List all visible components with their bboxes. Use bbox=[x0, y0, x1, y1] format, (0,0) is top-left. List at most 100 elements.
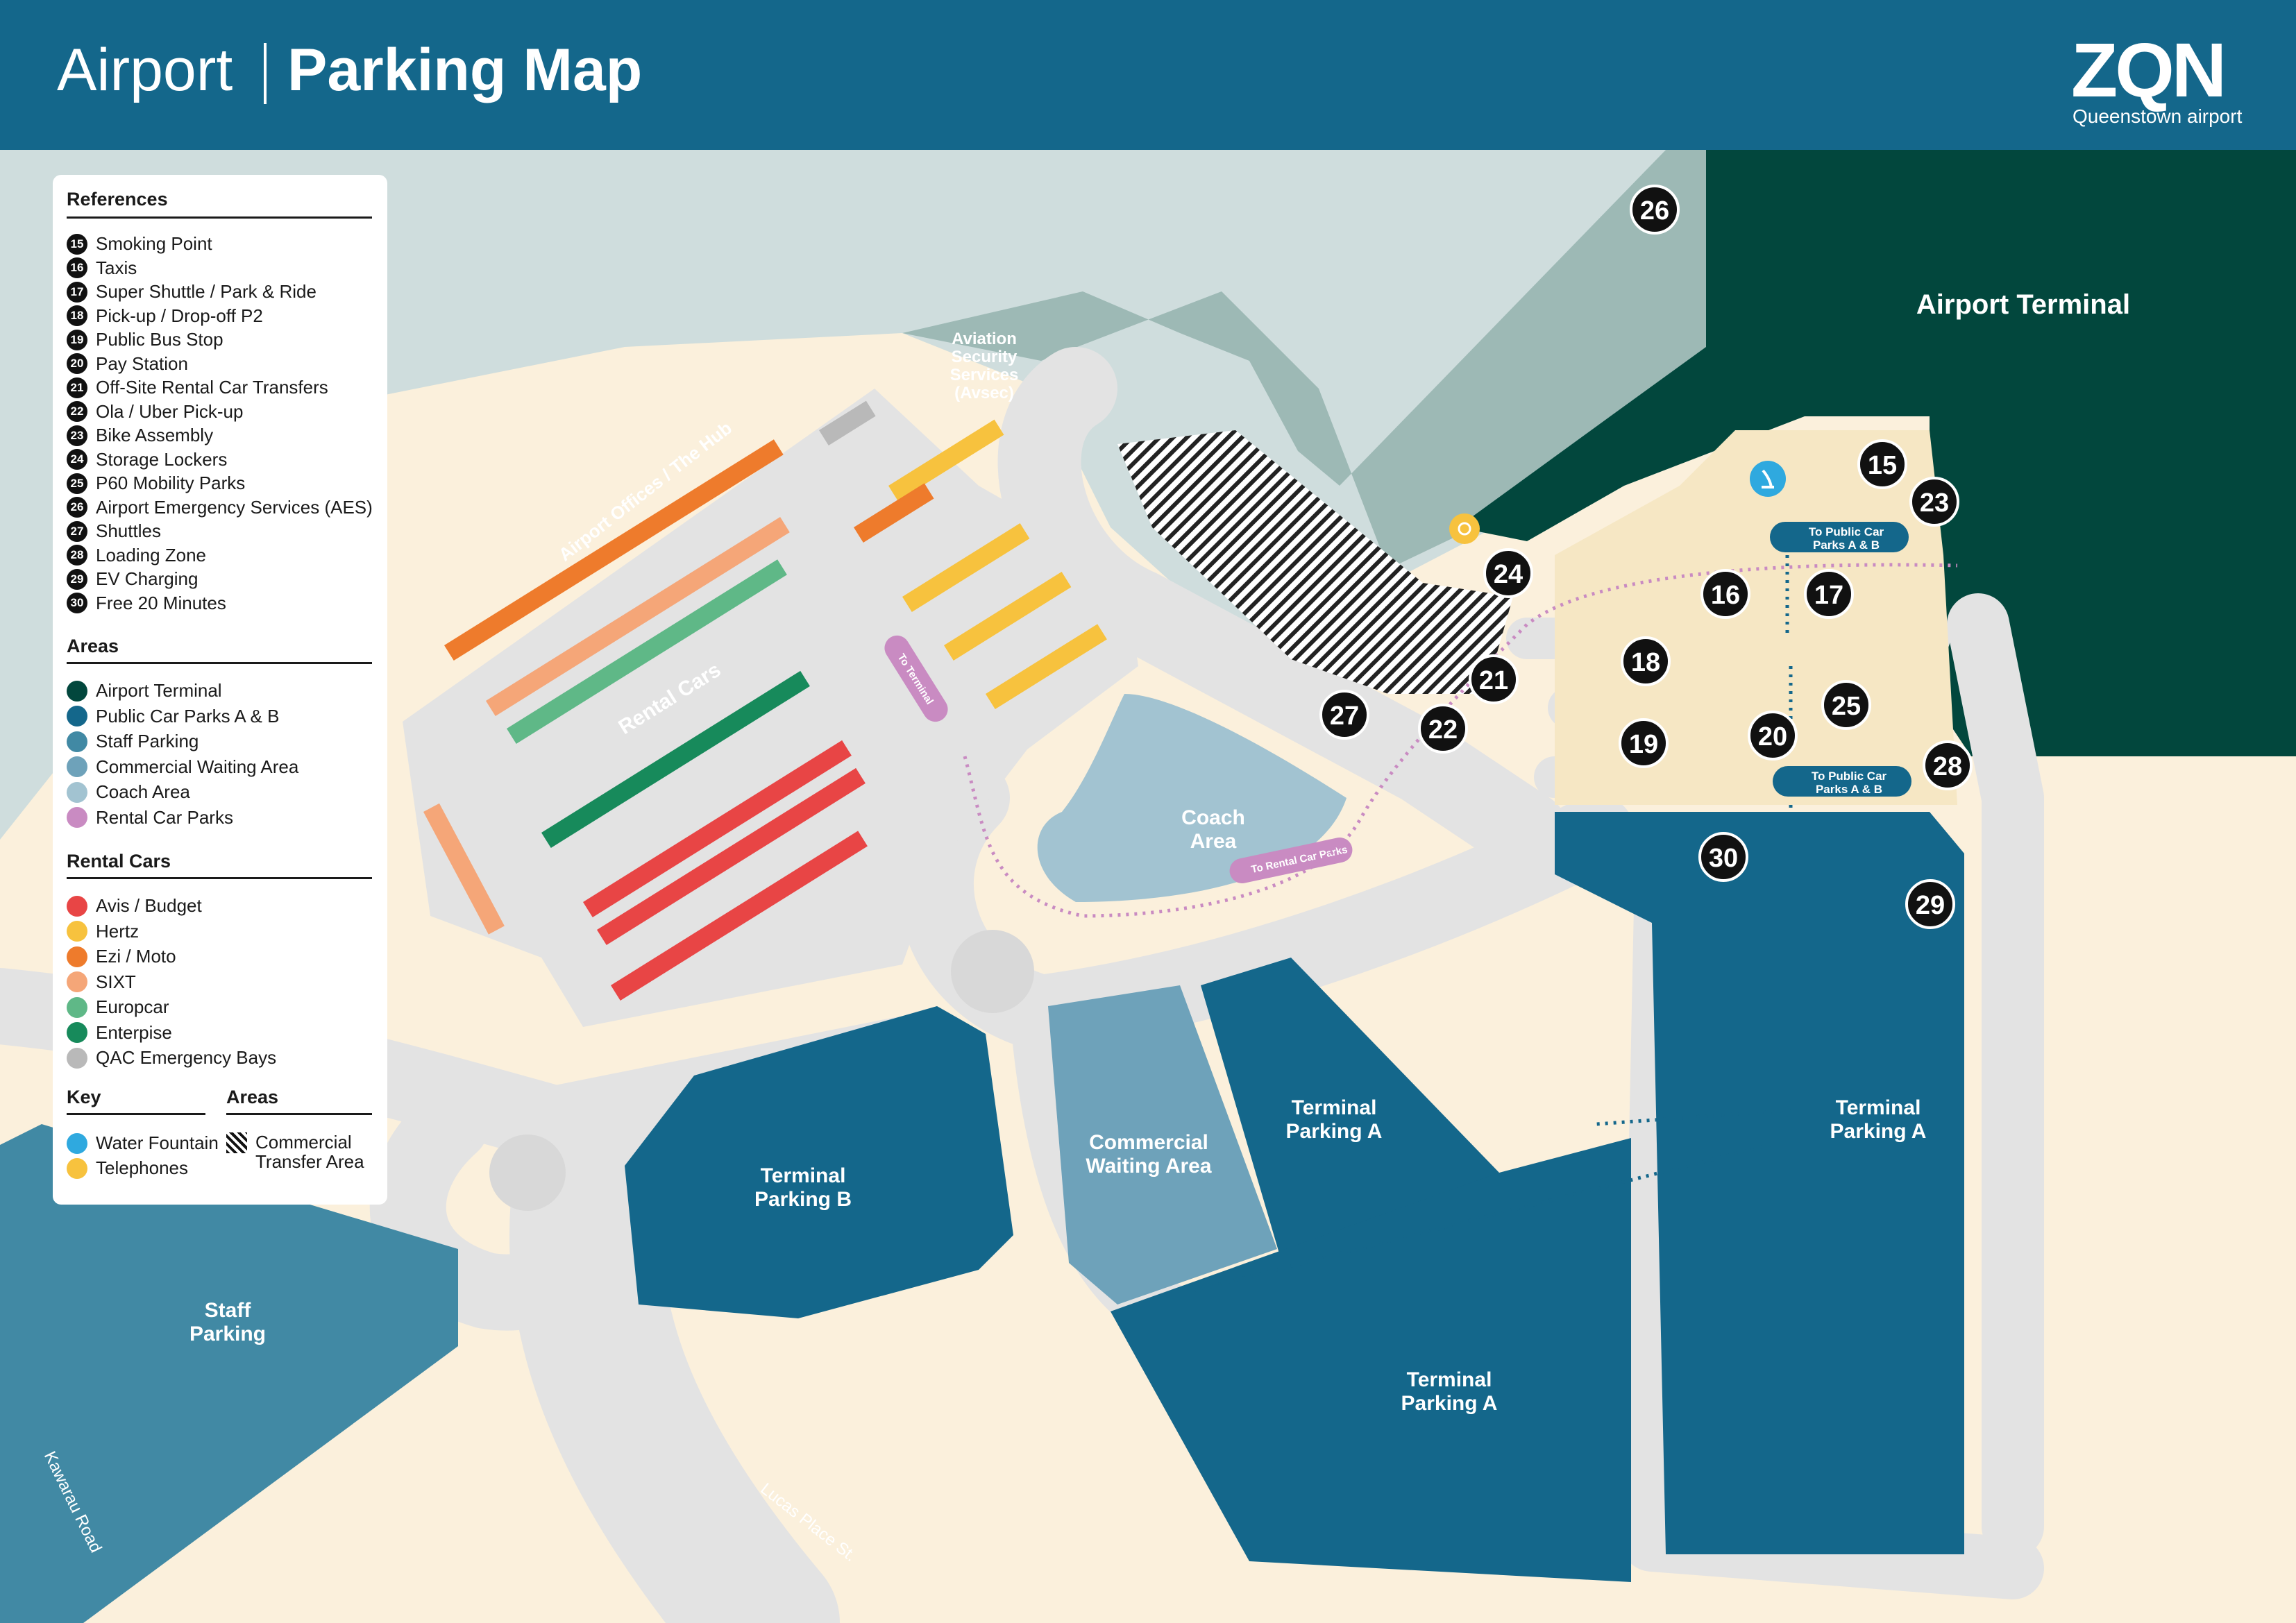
title-separator bbox=[264, 43, 267, 104]
label-avsec-3: Services bbox=[950, 366, 1019, 384]
area-swatch bbox=[67, 680, 87, 702]
area-swatch bbox=[67, 807, 87, 828]
marker-circle bbox=[1857, 439, 1907, 489]
marker-number: 20 bbox=[1758, 722, 1787, 751]
label-terminal-b-2: Parking B bbox=[754, 1188, 852, 1211]
legend-rule bbox=[226, 1113, 372, 1115]
marker-number: 15 bbox=[1868, 451, 1897, 480]
label-airport-terminal: Airport Terminal bbox=[1916, 289, 2130, 320]
legend-item: Europcar bbox=[67, 996, 169, 1018]
title-parking-map: Parking Map bbox=[287, 37, 643, 103]
reference-label: Storage Lockers bbox=[96, 448, 228, 470]
marker-circle bbox=[1748, 711, 1798, 760]
reference-number-badge: 15 bbox=[67, 233, 87, 255]
reference-label: EV Charging bbox=[96, 568, 199, 589]
walking-route bbox=[963, 563, 1958, 918]
rental-label: QAC Emergency Bays bbox=[96, 1047, 277, 1068]
marker-29: 29 bbox=[1905, 879, 1955, 929]
legend-item: Water Fountain bbox=[67, 1132, 219, 1154]
reference-label: Taxis bbox=[96, 257, 137, 278]
roundabout-center bbox=[951, 930, 1034, 1013]
legend-item: Rental Car Parks bbox=[67, 807, 233, 829]
label-commercial-waiting-1: Commercial bbox=[1089, 1131, 1208, 1154]
reference-number-badge: 25 bbox=[67, 473, 87, 494]
pill-to-public-2-line1: To Public Car bbox=[1812, 770, 1887, 783]
pill-to-public-1-line1: To Public Car bbox=[1809, 525, 1884, 538]
marker-circle bbox=[1909, 477, 1959, 527]
rental-label: Avis / Budget bbox=[96, 895, 202, 916]
reference-number-badge: 23 bbox=[67, 425, 87, 446]
marker-17: 17 bbox=[1804, 569, 1854, 619]
airport-terminal-area bbox=[1458, 150, 2296, 756]
reference-label: Super Shuttle / Park & Ride bbox=[96, 281, 316, 302]
marker-21: 21 bbox=[1469, 654, 1519, 704]
label-avsec-4: (Avsec) bbox=[954, 384, 1014, 402]
reference-label: Free 20 Minutes bbox=[96, 592, 226, 613]
area-swatch bbox=[67, 756, 87, 777]
rental-label: Europcar bbox=[96, 996, 169, 1017]
legend-areas-title: Areas bbox=[67, 636, 119, 656]
roundabout-west bbox=[489, 1135, 566, 1211]
marker-number: 19 bbox=[1629, 730, 1658, 759]
commercial-transfer-area bbox=[1117, 430, 1513, 694]
rental-label: SIXT bbox=[96, 971, 136, 992]
legend-item: Enterpise bbox=[67, 1022, 172, 1044]
telephone-icon bbox=[1449, 513, 1480, 544]
marker-circle bbox=[1619, 718, 1669, 768]
marker-number: 26 bbox=[1640, 196, 1669, 226]
legend-transfer-line2: Transfer Area bbox=[255, 1151, 364, 1172]
marker-circle bbox=[1483, 548, 1533, 598]
reference-number-badge: 21 bbox=[67, 377, 87, 398]
rental-swatch bbox=[67, 996, 87, 1018]
area-label: Rental Car Parks bbox=[96, 806, 233, 828]
pill-to-public-1: To Public Car Parks A & B bbox=[1770, 522, 1909, 552]
marker-number: 23 bbox=[1920, 488, 1949, 518]
marker-18: 18 bbox=[1621, 636, 1671, 686]
marker-23: 23 bbox=[1909, 477, 1959, 527]
rental-label: Hertz bbox=[96, 920, 140, 942]
legend-rule bbox=[67, 662, 372, 664]
terminal-parking-a-south bbox=[1111, 1138, 1631, 1582]
reference-number-badge: 28 bbox=[67, 545, 87, 566]
header-bar: Airport Parking Map ZQN Queenstown airpo… bbox=[0, 0, 2296, 150]
marker-number: 21 bbox=[1479, 666, 1508, 695]
legend-transfer-line1: Commercial bbox=[255, 1132, 352, 1153]
reference-label: Shuttles bbox=[96, 520, 161, 541]
legend-rental-title: Rental Cars bbox=[67, 851, 171, 872]
rental-swatch bbox=[67, 1047, 87, 1069]
legend-item: Avis / Budget bbox=[67, 895, 202, 917]
terminal-parking-a-east bbox=[1555, 812, 1964, 1554]
legend-item: Commercial Waiting Area bbox=[67, 756, 298, 778]
marker-number: 30 bbox=[1709, 844, 1738, 873]
rental-bays bbox=[423, 400, 1107, 1001]
marker-number: 17 bbox=[1814, 581, 1843, 610]
reference-number-badge: 16 bbox=[67, 257, 87, 278]
reference-number-badge: 26 bbox=[67, 497, 87, 518]
marker-19: 19 bbox=[1619, 718, 1669, 768]
label-terminal-a1-2: Parking A bbox=[1286, 1120, 1383, 1143]
reference-number-badge: 17 bbox=[67, 281, 87, 303]
coach-area bbox=[1037, 694, 1347, 902]
marker-20: 20 bbox=[1748, 711, 1798, 760]
reference-label: P60 Mobility Parks bbox=[96, 473, 246, 493]
water-fountain-icon bbox=[1750, 461, 1786, 497]
legend-transfer-label: Commercial Transfer Area bbox=[255, 1132, 364, 1171]
label-terminal-a1-1: Terminal bbox=[1292, 1096, 1377, 1119]
marker-number: 29 bbox=[1916, 891, 1945, 920]
marker-circle bbox=[1698, 832, 1748, 882]
marker-circle bbox=[1804, 569, 1854, 619]
rental-swatch bbox=[67, 921, 87, 942]
marker-30: 30 bbox=[1698, 832, 1748, 882]
area-swatch bbox=[67, 731, 87, 752]
marker-circle bbox=[1923, 740, 1973, 790]
title-airport: Airport bbox=[57, 37, 233, 103]
area-label: Staff Parking bbox=[96, 731, 199, 751]
reference-label: Public Bus Stop bbox=[96, 329, 223, 350]
